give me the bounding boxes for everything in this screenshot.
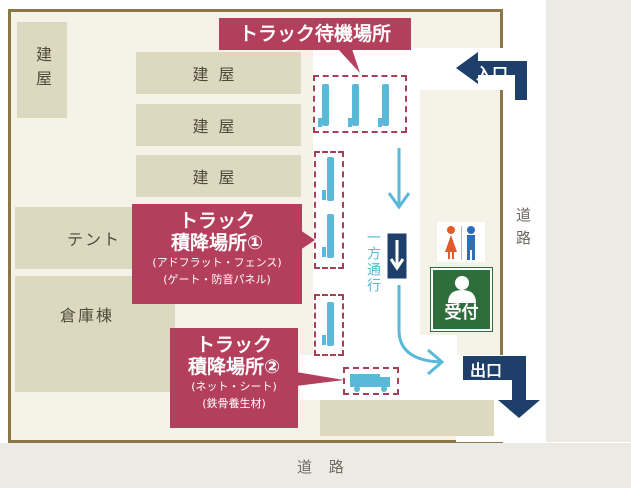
area2-title-line1: トラック [195, 334, 272, 356]
loading-zone-2 [314, 294, 344, 356]
reception-label: 受付 [444, 303, 479, 323]
building-2: 建屋 [136, 104, 301, 146]
building-1: 建屋 [136, 52, 301, 94]
building-3: 建屋 [136, 155, 301, 197]
wait-label-pointer [338, 49, 360, 73]
area1-title-line1: トラック [178, 210, 255, 232]
waiting-zone [313, 75, 407, 133]
one-way-arrow-down [387, 148, 411, 210]
road-label-right: 道路 [514, 207, 532, 253]
loading-area-2-label: トラック 積降場所② (ネット・シート) (鉄骨養生材) [170, 328, 298, 428]
area1-sub1: (アドフラット・フェンス) [152, 256, 282, 269]
truck-icon [350, 374, 390, 392]
reception-box: 受付 [430, 267, 493, 332]
loading-trucks [322, 157, 334, 346]
entrance-arrow [456, 52, 527, 100]
loading-area-1-label: トラック 積降場所① (アドフラット・フェンス) (ゲート・防音パネル) [132, 204, 302, 304]
truck-wait-label: トラック待機場所 [219, 18, 411, 50]
loading-zone-1 [314, 151, 344, 269]
area1-sub2: (ゲート・防音パネル) [163, 273, 271, 286]
area1-title-line2: 積降場所① [170, 232, 264, 254]
exit-arrow [463, 356, 540, 418]
building-left: 建屋 [17, 22, 67, 118]
exit-flow-arrow [397, 285, 445, 376]
entrance-label: 入口 [476, 64, 509, 83]
person-icon [447, 276, 476, 303]
exit-label: 出口 [470, 361, 503, 380]
road-label-bottom: 道 路 [297, 458, 350, 476]
area1-pointer [300, 230, 315, 250]
one-way-text: 一方通行 [365, 230, 381, 294]
road-right [546, 0, 631, 442]
area2-title-line2: 積降場所② [187, 356, 281, 378]
road-bottom [0, 443, 631, 488]
loading-zone-3 [343, 367, 399, 395]
area2-pointer [296, 372, 344, 386]
waiting-trucks [318, 84, 389, 127]
area2-sub1: (ネット・シート) [191, 380, 277, 393]
area2-sub2: (鉄骨養生材) [202, 397, 266, 410]
bottom-lot [320, 400, 494, 436]
one-way-sign [386, 232, 408, 280]
restroom-icon [437, 222, 485, 262]
